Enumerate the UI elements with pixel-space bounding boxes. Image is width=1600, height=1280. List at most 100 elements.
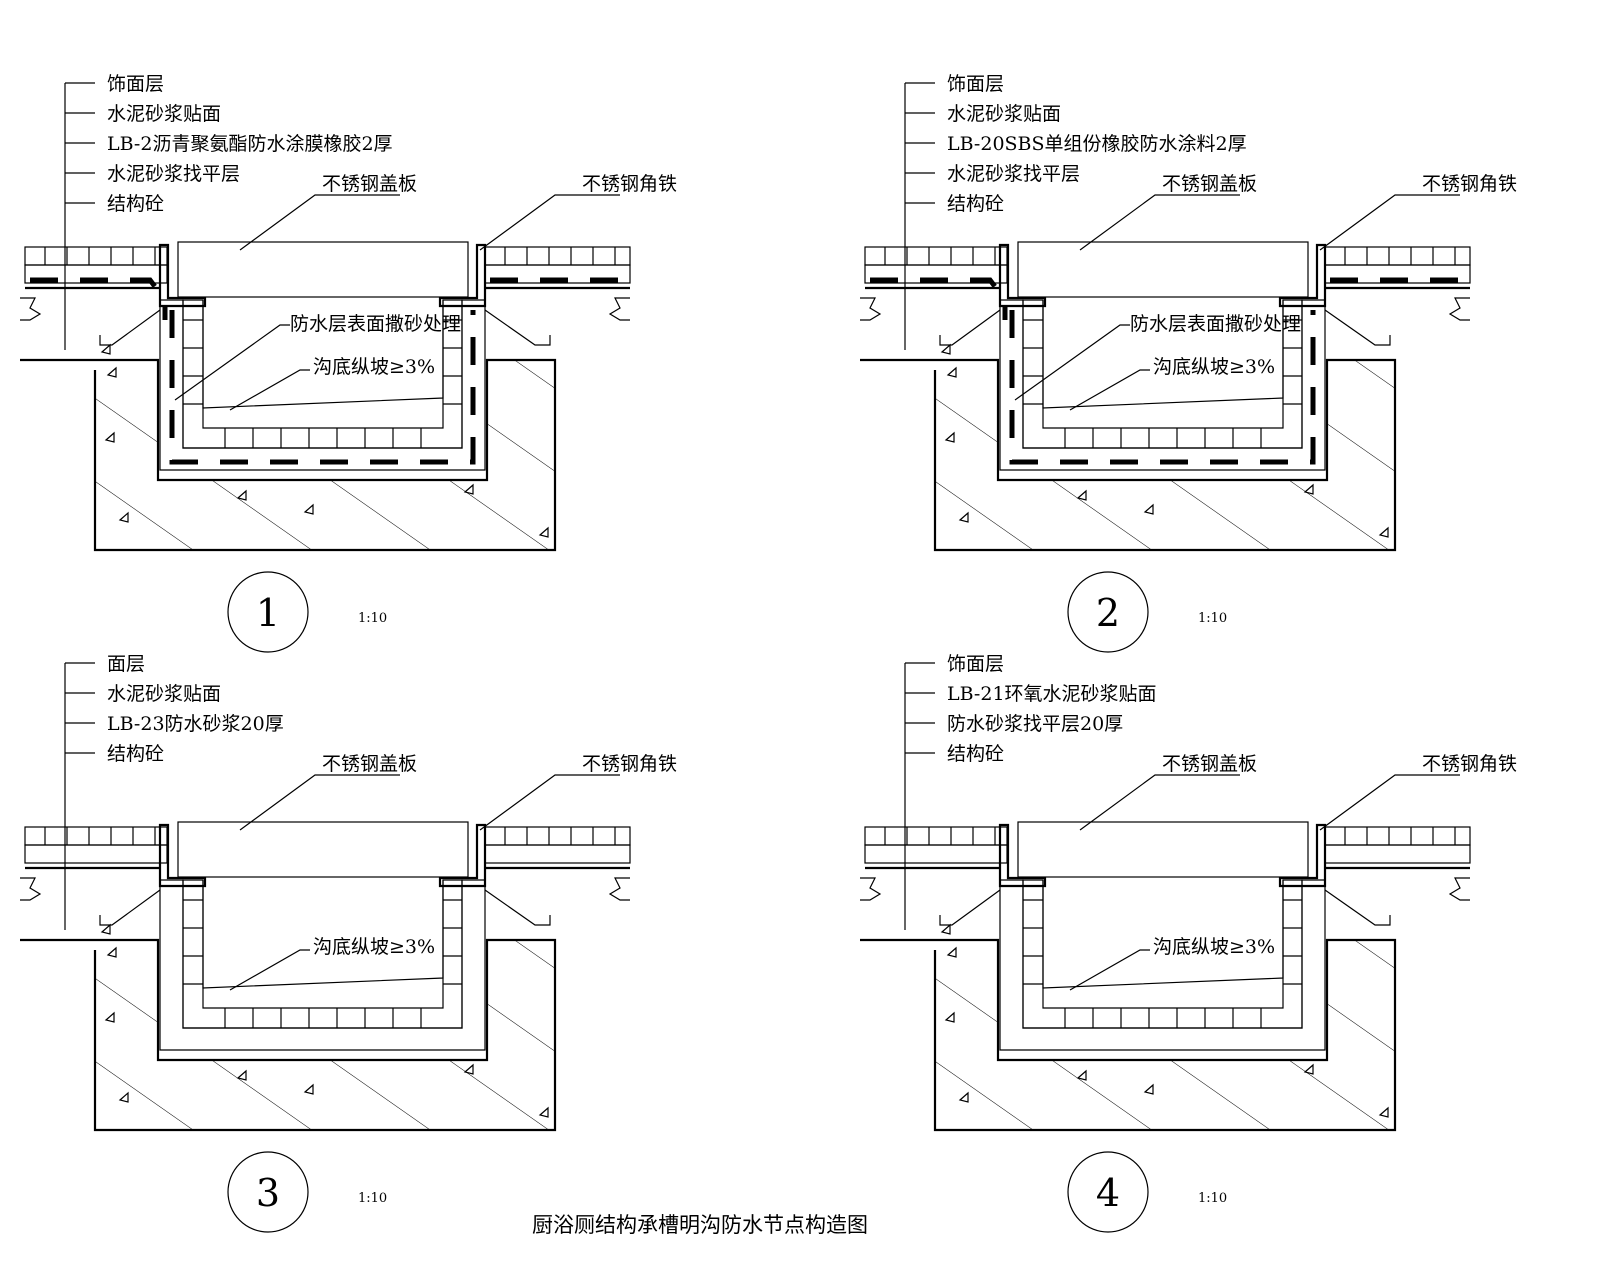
break-line-left <box>860 877 882 901</box>
layer-label: 结构砼 <box>947 743 1004 765</box>
aggregate-mark <box>100 343 111 355</box>
slope-leader <box>229 949 310 991</box>
cover-leader <box>1079 194 1240 251</box>
structural-concrete-hatch <box>95 940 555 1130</box>
layer-label: 结构砼 <box>107 743 164 765</box>
sand-treatment-label: 防水层表面撒砂处理 <box>290 313 461 335</box>
finish-tile-right <box>1324 246 1471 266</box>
aggregate-mark <box>236 1069 247 1081</box>
mortar-bed-left <box>864 844 1008 864</box>
sand-leader <box>174 324 290 401</box>
layer-label: LB-2沥青聚氨酯防水涂膜橡胶2厚 <box>107 133 393 155</box>
anchor-bar-right <box>484 889 551 926</box>
layer-label: 饰面层 <box>107 73 164 95</box>
sand-treatment-label: 防水层表面撒砂处理 <box>1130 313 1301 335</box>
angle-iron-left <box>998 243 1047 308</box>
layer-label: 水泥砂浆找平层 <box>107 163 240 185</box>
break-line-right <box>608 297 630 321</box>
cover-plate <box>177 821 469 878</box>
layer-label: 水泥砂浆贴面 <box>947 103 1061 125</box>
trench-mortar-lining <box>999 879 1326 1051</box>
angle-iron-label: 不锈钢角铁 <box>582 173 677 195</box>
layer-label: 结构砼 <box>107 193 164 215</box>
aggregate-mark <box>1143 1083 1154 1095</box>
cover-plate <box>177 241 469 298</box>
trench-channel <box>1042 880 1284 989</box>
layer-label: LB-21环氧水泥砂浆贴面 <box>947 683 1157 705</box>
layer-label: 饰面层 <box>947 653 1004 675</box>
structural-concrete-outline <box>860 358 1397 552</box>
angle-leader <box>479 194 620 251</box>
detail-number-circle <box>1067 1151 1149 1233</box>
aggregate-mark <box>118 511 129 523</box>
aggregate-mark <box>944 1011 955 1023</box>
cover-plate <box>1017 241 1309 298</box>
aggregate-mark <box>106 946 117 958</box>
break-line-right <box>1448 297 1470 321</box>
layer-label: LB-23防水砂浆20厚 <box>107 713 284 735</box>
detail-scale: 1:10 <box>358 1191 387 1206</box>
drawing-title: 厨浴厕结构承槽明沟防水节点构造图 <box>532 1213 868 1237</box>
finish-tile-left <box>864 826 1008 846</box>
aggregate-mark <box>940 343 951 355</box>
aggregate-mark <box>1378 526 1389 538</box>
break-line-left <box>20 877 42 901</box>
detail-number-circle <box>227 571 309 653</box>
layer-label: LB-20SBS单组份橡胶防水涂料2厚 <box>947 133 1247 155</box>
cover-plate-label: 不锈钢盖板 <box>1162 753 1257 775</box>
aggregate-mark <box>944 431 955 443</box>
aggregate-mark <box>106 366 117 378</box>
sand-leader <box>1014 324 1130 401</box>
break-line-left <box>860 297 882 321</box>
waterproof-membrane-left <box>30 277 168 320</box>
angle-iron-right <box>438 243 487 308</box>
aggregate-mark <box>118 1091 129 1103</box>
detail-number: 2 <box>1096 591 1120 635</box>
trench-mortar-lining <box>159 879 486 1051</box>
structural-concrete-outline <box>860 938 1397 1132</box>
aggregate-mark <box>104 1011 115 1023</box>
angle-iron-label: 不锈钢角铁 <box>582 753 677 775</box>
angle-iron-left <box>158 243 207 308</box>
detail-scale: 1:10 <box>1198 611 1227 626</box>
trench-channel <box>202 300 444 409</box>
details-root: 饰面层水泥砂浆贴面LB-2沥青聚氨酯防水涂膜橡胶2厚水泥砂浆找平层结构砼不锈钢盖… <box>20 73 1517 1233</box>
aggregate-mark <box>104 431 115 443</box>
angle-leader <box>1319 194 1460 251</box>
anchor-bar-right <box>1324 889 1391 926</box>
detail-3: 面层水泥砂浆贴面LB-23防水砂浆20厚结构砼不锈钢盖板不锈钢角铁沟底纵坡≥3%… <box>20 653 677 1233</box>
aggregate-mark <box>946 366 957 378</box>
break-line-right <box>1448 877 1470 901</box>
angle-leader <box>1319 774 1460 831</box>
aggregate-mark <box>100 923 111 935</box>
aggregate-mark <box>940 923 951 935</box>
layer-label: 防水砂浆找平层20厚 <box>947 713 1123 735</box>
angle-iron-label: 不锈钢角铁 <box>1422 753 1517 775</box>
anchor-bar-right <box>1324 309 1391 346</box>
slope-label: 沟底纵坡≥3% <box>313 356 435 378</box>
aggregate-mark <box>1143 503 1154 515</box>
cover-leader <box>239 194 400 251</box>
cover-plate <box>1017 821 1309 878</box>
slope-leader <box>229 369 310 411</box>
slope-label: 沟底纵坡≥3% <box>1153 356 1275 378</box>
layer-label: 水泥砂浆贴面 <box>107 103 221 125</box>
structural-concrete-hatch <box>95 360 555 550</box>
layer-label: 水泥砂浆贴面 <box>107 683 221 705</box>
anchor-bar-left <box>99 889 161 926</box>
angle-iron-right <box>438 823 487 888</box>
aggregate-mark <box>303 503 314 515</box>
anchor-bar-right <box>484 309 551 346</box>
angle-iron-left <box>998 823 1047 888</box>
angle-iron-right <box>1278 243 1327 308</box>
aggregate-mark <box>1378 1106 1389 1118</box>
structural-concrete-outline <box>20 938 557 1132</box>
slope-label: 沟底纵坡≥3% <box>1153 936 1275 958</box>
aggregate-mark <box>463 483 474 495</box>
angle-iron-left <box>158 823 207 888</box>
anchor-bar-left <box>939 889 1001 926</box>
structural-concrete-hatch <box>935 360 1395 550</box>
detail-number: 3 <box>256 1171 280 1215</box>
finish-tile-left <box>864 246 1008 266</box>
anchor-bar-left <box>99 309 161 346</box>
